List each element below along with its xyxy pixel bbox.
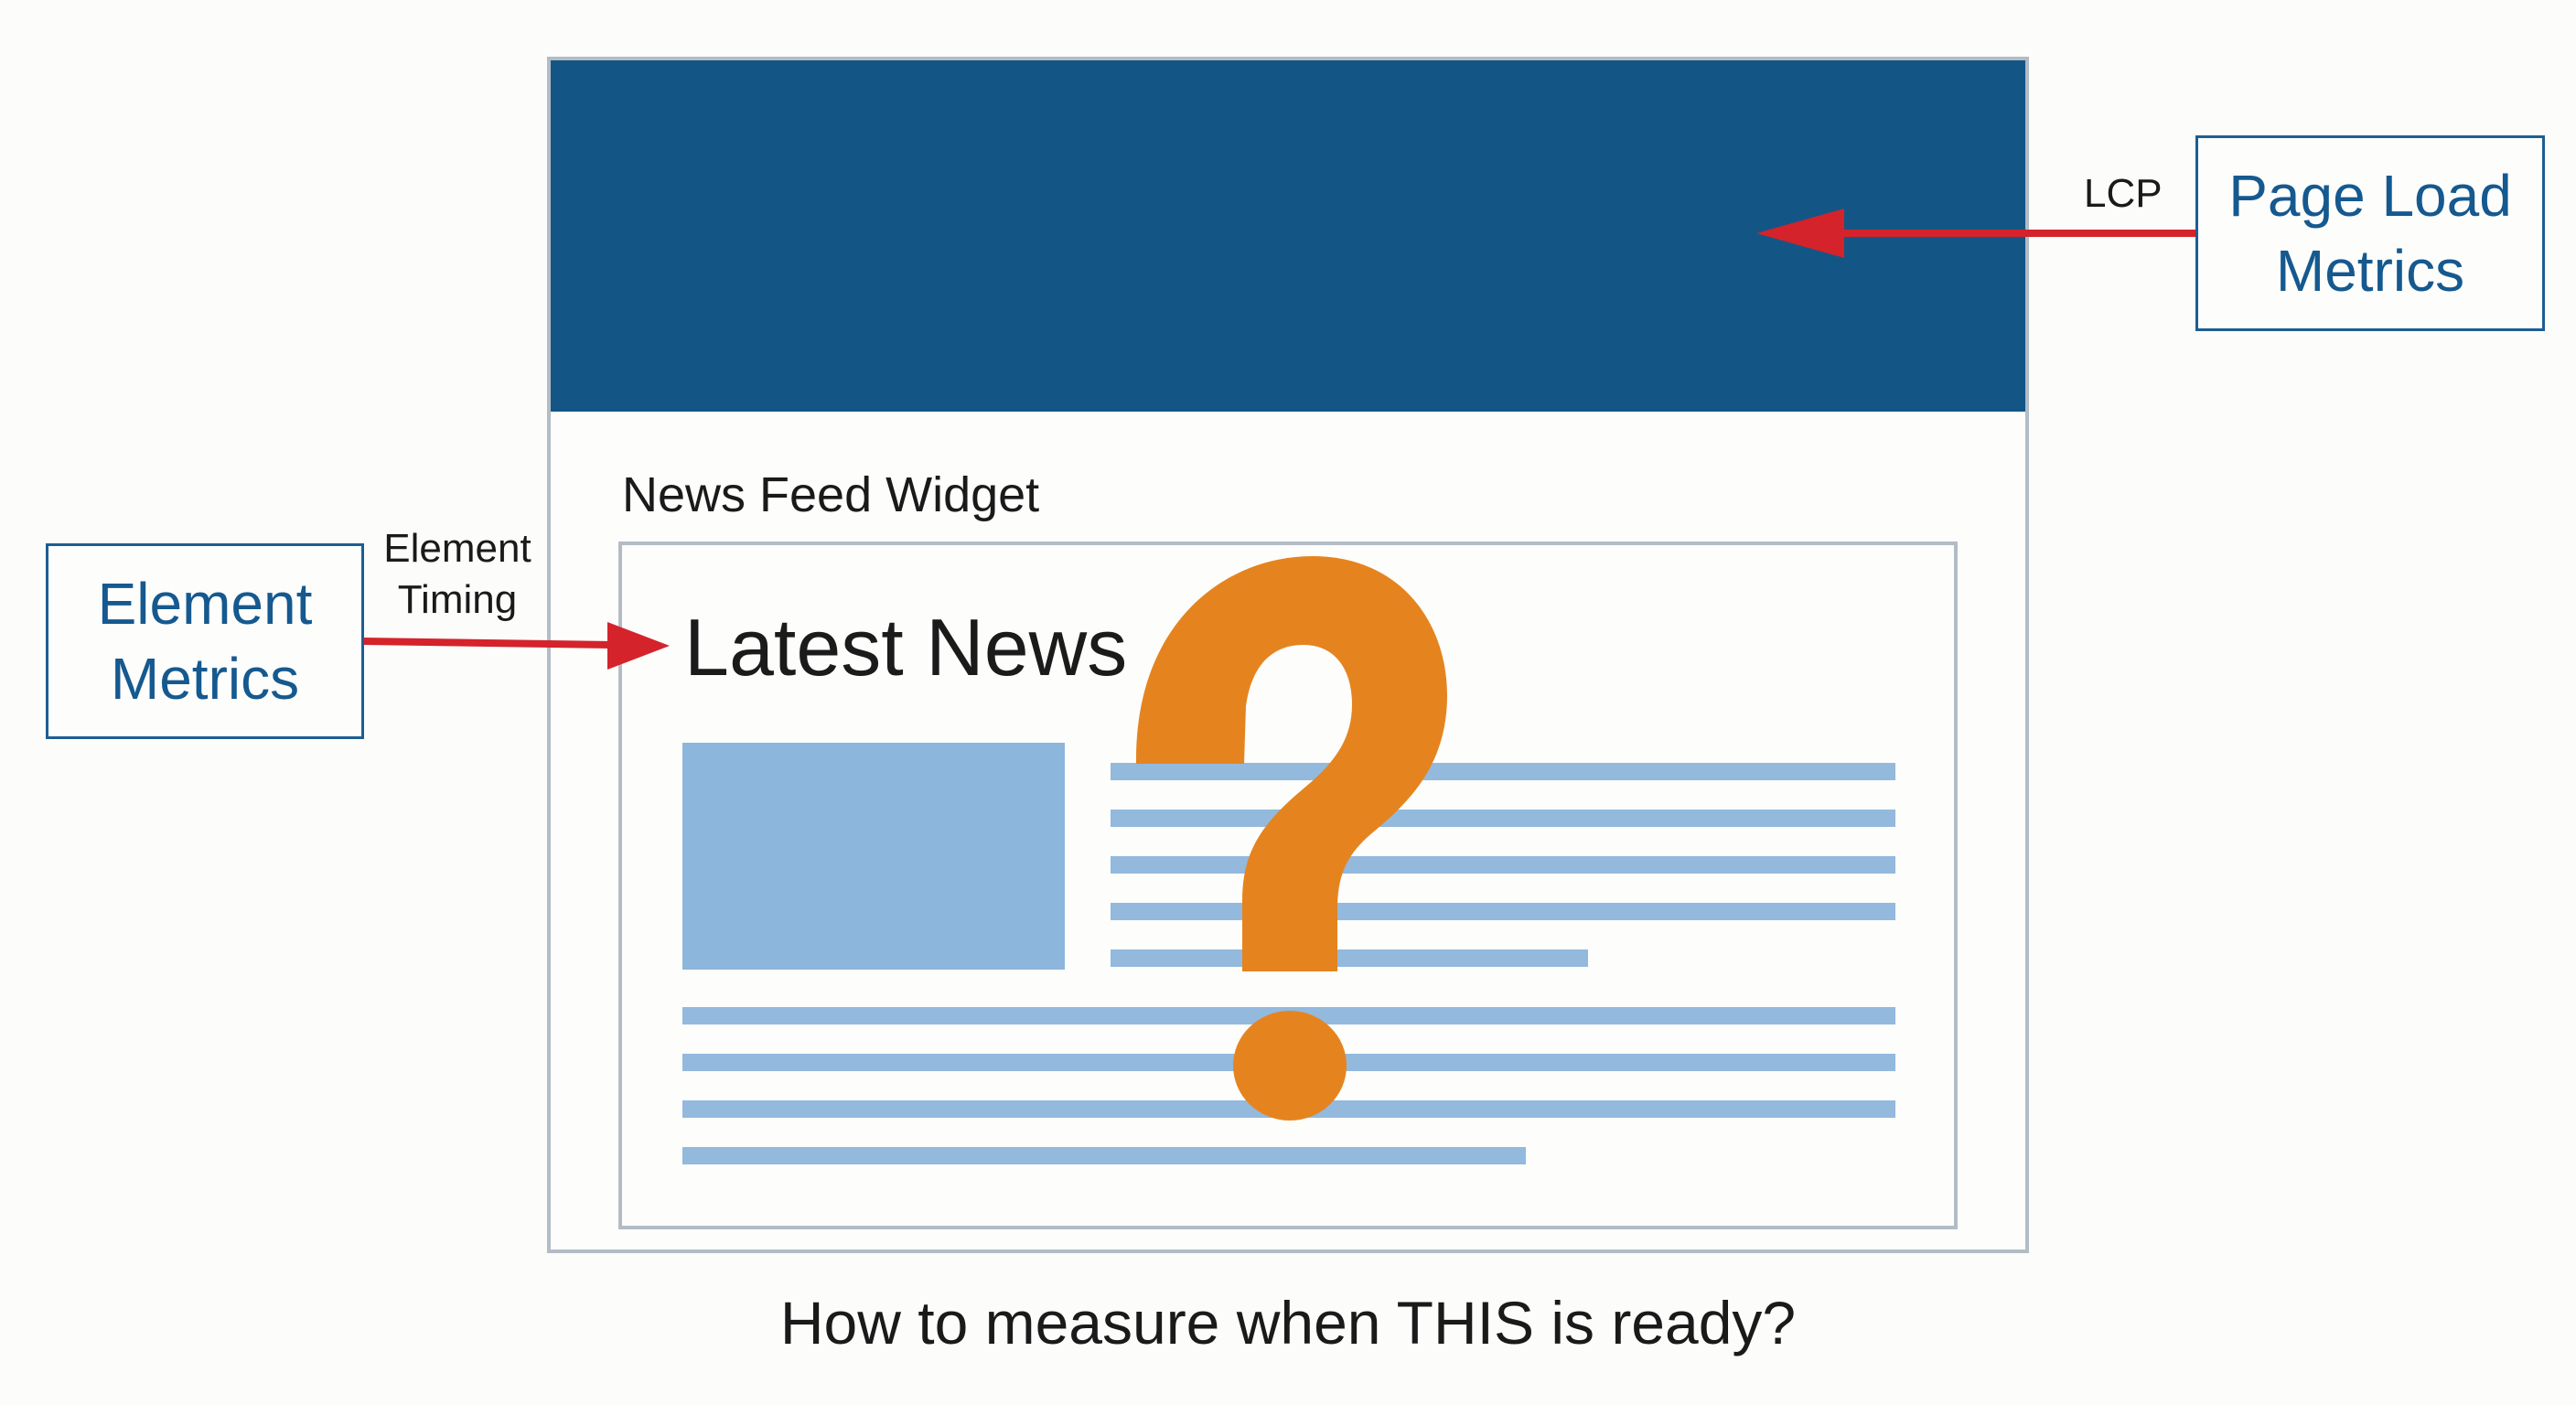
widget-heading: Latest News — [684, 602, 1128, 692]
element-metrics-line1: Element — [97, 571, 313, 637]
widget-title: News Feed Widget — [622, 467, 1040, 522]
page-load-metrics-line2: Metrics — [2275, 238, 2465, 304]
element-metrics-line2: Metrics — [110, 646, 300, 712]
text-placeholder-line — [1111, 763, 1895, 780]
question-mark-icon — [1135, 556, 1447, 1121]
element-timing-label: Element Timing — [379, 523, 536, 626]
element-timing-line2: Timing — [397, 577, 518, 622]
element-metrics-box: Element Metrics — [46, 543, 364, 739]
element-timing-line1: Element — [383, 526, 531, 571]
page-load-metrics-line1: Page Load — [2228, 163, 2512, 229]
lcp-label: LCP — [2084, 171, 2163, 216]
text-placeholder-line — [1111, 949, 1588, 967]
page-load-metrics-box: Page Load Metrics — [2195, 135, 2545, 331]
image-placeholder — [682, 743, 1065, 970]
diagram-caption: How to measure when THIS is ready? — [779, 1289, 1797, 1357]
text-placeholder-line — [682, 1147, 1526, 1164]
header-banner — [551, 60, 2025, 412]
